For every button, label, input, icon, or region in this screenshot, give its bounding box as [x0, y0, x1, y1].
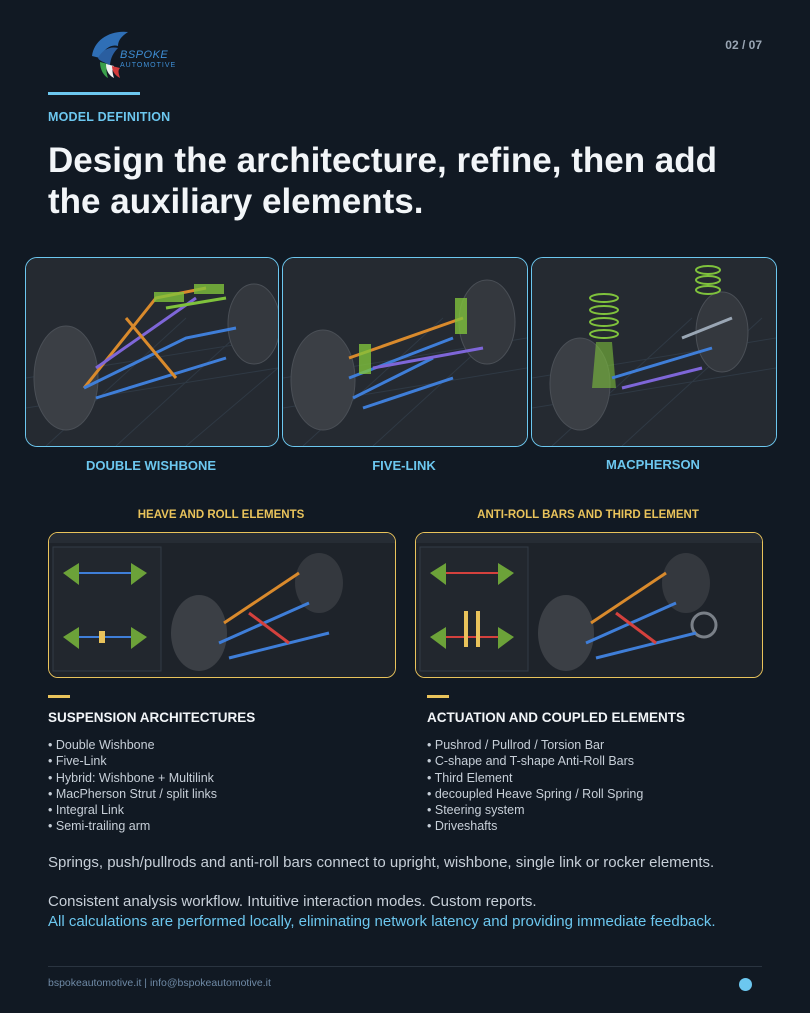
section-title-architectures: SUSPENSION ARCHITECTURES: [48, 710, 256, 725]
section-title-actuation: ACTUATION AND COUPLED ELEMENTS: [427, 710, 685, 725]
list-item: Third Element: [427, 770, 787, 786]
list-item: Integral Link: [48, 802, 408, 818]
section-eyebrow: MODEL DEFINITION: [48, 110, 171, 124]
page-number: 02 / 07: [725, 38, 762, 52]
architectures-list: Double Wishbone Five-Link Hybrid: Wishbo…: [48, 737, 408, 835]
screen-heave-roll: [48, 532, 396, 678]
screen-anti-roll: [415, 532, 763, 678]
card-label-five-link: FIVE-LINK: [372, 458, 436, 473]
footer-contact: bspokeautomotive.it | info@bspokeautomot…: [48, 977, 271, 989]
list-item: Hybrid: Wishbone + Multilink: [48, 770, 408, 786]
five-link-render: [283, 258, 527, 446]
card-double-wishbone: [25, 257, 279, 447]
card-label-double-wishbone: DOUBLE WISHBONE: [86, 458, 216, 473]
anti-roll-screenshot: [416, 533, 762, 677]
list-item: C-shape and T-shape Anti-Roll Bars: [427, 753, 787, 769]
page-indicator-dot: [739, 978, 752, 991]
brand-logo: BSPOKE AUTOMOTIVE: [88, 28, 184, 80]
card-label-macpherson: MACPHERSON: [606, 457, 700, 472]
accent-divider: [48, 92, 140, 95]
list-item: Pushrod / Pullrod / Torsion Bar: [427, 737, 787, 753]
logo-subwordmark: AUTOMOTIVE: [120, 62, 177, 69]
list-item: Steering system: [427, 802, 787, 818]
heave-roll-screenshot: [49, 533, 395, 677]
list-item: Double Wishbone: [48, 737, 408, 753]
card-five-link: [282, 257, 528, 447]
page-title: Design the architecture, refine, then ad…: [48, 141, 718, 221]
list-item: Semi-trailing arm: [48, 818, 408, 834]
logo-wordmark: BSPOKE: [120, 49, 169, 61]
paragraph-connections: Springs, push/pullrods and anti-roll bar…: [48, 854, 715, 871]
footer-divider: [48, 966, 762, 967]
screen-label-anti-roll: ANTI-ROLL BARS AND THIRD ELEMENT: [477, 509, 699, 521]
section-divider-left: [48, 695, 70, 698]
list-item: decoupled Heave Spring / Roll Spring: [427, 786, 787, 802]
list-item: Five-Link: [48, 753, 408, 769]
paragraph-workflow: Consistent analysis workflow. Intuitive …: [48, 893, 537, 910]
actuation-list: Pushrod / Pullrod / Torsion Bar C-shape …: [427, 737, 787, 835]
screen-label-heave-roll: HEAVE AND ROLL ELEMENTS: [137, 509, 305, 521]
list-item: MacPherson Strut / split links: [48, 786, 408, 802]
list-item: Driveshafts: [427, 818, 787, 834]
card-macpherson: [531, 257, 777, 447]
eagle-logo-icon: [92, 31, 128, 78]
double-wishbone-render: [26, 258, 278, 446]
paragraph-local-calculations: All calculations are performed locally, …: [48, 913, 716, 930]
macpherson-render: [532, 258, 776, 446]
section-divider-right: [427, 695, 449, 698]
